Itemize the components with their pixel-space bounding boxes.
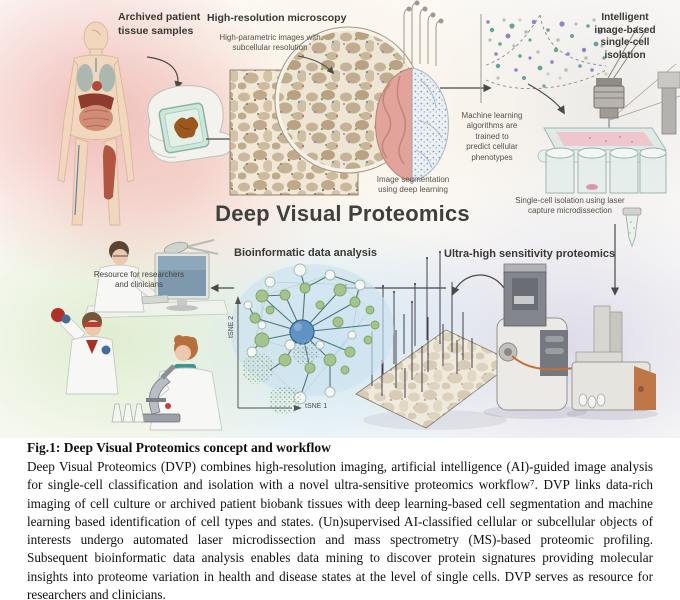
monitor-icon — [154, 252, 210, 311]
tsne-cluster — [293, 340, 320, 365]
label-resource: Resource for researchers and clinicians — [93, 270, 185, 290]
label-ultra-high-proteomics: Ultra-high sensitivity proteomics — [444, 248, 616, 260]
eppendorf-tube-icon — [622, 207, 642, 248]
patient-figure — [57, 21, 135, 226]
arrow-label-to-circle — [297, 55, 334, 75]
objective-icon — [593, 78, 625, 134]
network-graph — [230, 263, 394, 415]
caption-heading: Fig.1: Deep Visual Proteomics concept an… — [27, 440, 331, 455]
figure-caption: Fig.1: Deep Visual Proteomics concept an… — [27, 439, 653, 600]
label-image-segmentation: Image segmentation using deep learning — [376, 175, 450, 195]
label-archived-patient: Archived patient tissue samples — [118, 11, 201, 37]
keyboard-icon — [141, 294, 169, 305]
label-machine-learning: Machine learning algorithms are trained … — [461, 111, 523, 162]
caption-body: Deep Visual Proteomics (DVP) combines hi… — [27, 459, 653, 600]
tissue-slide-icon — [158, 102, 210, 154]
label-single-cell-isolation: Single-cell isolation using laser captur… — [515, 196, 625, 216]
label-intelligent-isolation: Intelligent image-based single-cell isol… — [594, 12, 656, 61]
gloved-hand-tissue-slide-icon — [147, 85, 234, 163]
specimen-icon — [51, 308, 65, 322]
tsne-x-axis-label: tSNE 1 — [305, 403, 328, 410]
stage-slide-icon — [543, 127, 667, 151]
label-high-res-microscopy: High-resolution microscopy — [207, 12, 347, 24]
goggles-icon — [84, 322, 101, 327]
tsne-cluster — [269, 386, 302, 415]
arrow-classification-to-lcm — [527, 83, 565, 115]
glove-icon — [61, 314, 71, 324]
scientist-with-sample — [51, 308, 119, 395]
scientist-at-microscope — [111, 335, 223, 431]
arrow-ms-to-spikeplot — [451, 274, 505, 296]
label-bioinformatic: Bioinformatic data analysis — [234, 247, 378, 259]
organs — [74, 29, 116, 216]
tsne-cluster — [242, 353, 275, 384]
capillary-tube — [511, 355, 577, 371]
figure-illustration: Archived patient tissue samples High-res… — [0, 0, 680, 438]
classification-scatter-plot — [480, 14, 608, 103]
illustration-canvas — [51, 0, 680, 431]
neural-traces-icon — [403, 0, 444, 66]
tsne-axes — [235, 296, 302, 411]
label-high-parametric: High-parametric images with subcellular … — [219, 33, 321, 53]
tsne-y-axis-label: tSNE 2 — [228, 315, 235, 338]
lc-instrument-icon — [566, 305, 658, 420]
laser-microdissection-icon — [537, 25, 680, 194]
brain-icon — [375, 67, 449, 182]
collection-tubes-icon — [537, 147, 667, 194]
glove-icon — [101, 345, 111, 355]
microscope-icon — [139, 364, 181, 423]
arrow-body-to-sample — [146, 56, 183, 90]
figure-main-title: Deep Visual Proteomics — [215, 201, 470, 226]
lab-coat — [93, 264, 145, 313]
mass-spectrometer-icon — [483, 263, 587, 419]
flasks-icon — [111, 403, 145, 423]
scientist-at-computer — [83, 239, 229, 319]
